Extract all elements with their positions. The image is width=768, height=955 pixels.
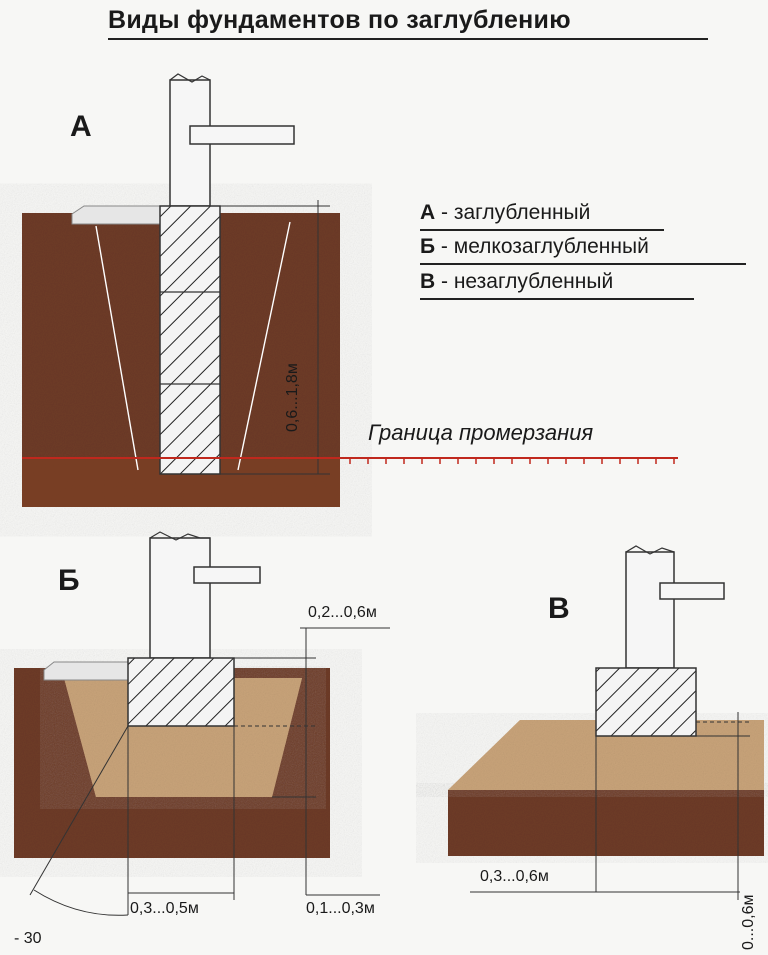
wall-v	[625, 551, 675, 669]
label-a: А	[70, 110, 92, 143]
legend-text: - заглубленный	[435, 201, 591, 224]
slab-b	[193, 566, 261, 584]
label-v: В	[548, 592, 570, 625]
dim-a-depth: 0,6...1,8м	[284, 363, 301, 432]
dim-b-angle: - 30	[14, 930, 42, 947]
wall-b	[149, 537, 211, 659]
legend-text: - незаглубленный	[435, 270, 614, 293]
diagram-b	[14, 531, 390, 916]
slab-a	[189, 125, 295, 145]
legend-text: - мелкозаглубленный	[435, 235, 649, 258]
legend-item-a: А - заглубленный	[420, 201, 590, 225]
legend-key: Б	[420, 235, 436, 258]
slab-v	[659, 582, 725, 600]
dim-b-width: 0,3...0,5м	[130, 900, 199, 917]
legend-key: А	[420, 201, 436, 224]
legend-key: В	[420, 270, 436, 293]
footing-b	[127, 657, 235, 727]
page-title: Виды фундаментов по заглублению	[108, 6, 571, 34]
title-underline	[108, 38, 708, 40]
diagram-a	[22, 73, 678, 507]
label-b: Б	[58, 564, 80, 597]
blind-area-b	[43, 661, 129, 681]
dim-v-depth: 0...0,6м	[740, 894, 757, 950]
dim-b-base: 0,1...0,3м	[306, 900, 375, 917]
legend-underline	[420, 229, 664, 231]
dim-b-depth: 0,2...0,6м	[308, 604, 377, 621]
diagram-v	[448, 545, 764, 900]
footing-a	[159, 205, 221, 475]
legend-underline	[420, 298, 694, 300]
frost-line-label: Граница промерзания	[368, 420, 594, 445]
legend-underline	[420, 263, 746, 265]
legend-item-v: В - незаглубленный	[420, 270, 613, 294]
dim-v-width: 0,3...0,6м	[480, 868, 549, 885]
blind-area-a	[71, 205, 163, 225]
legend-item-b: Б - мелкозаглубленный	[420, 235, 649, 259]
footing-v	[595, 667, 697, 737]
frost-ticks	[349, 458, 675, 464]
